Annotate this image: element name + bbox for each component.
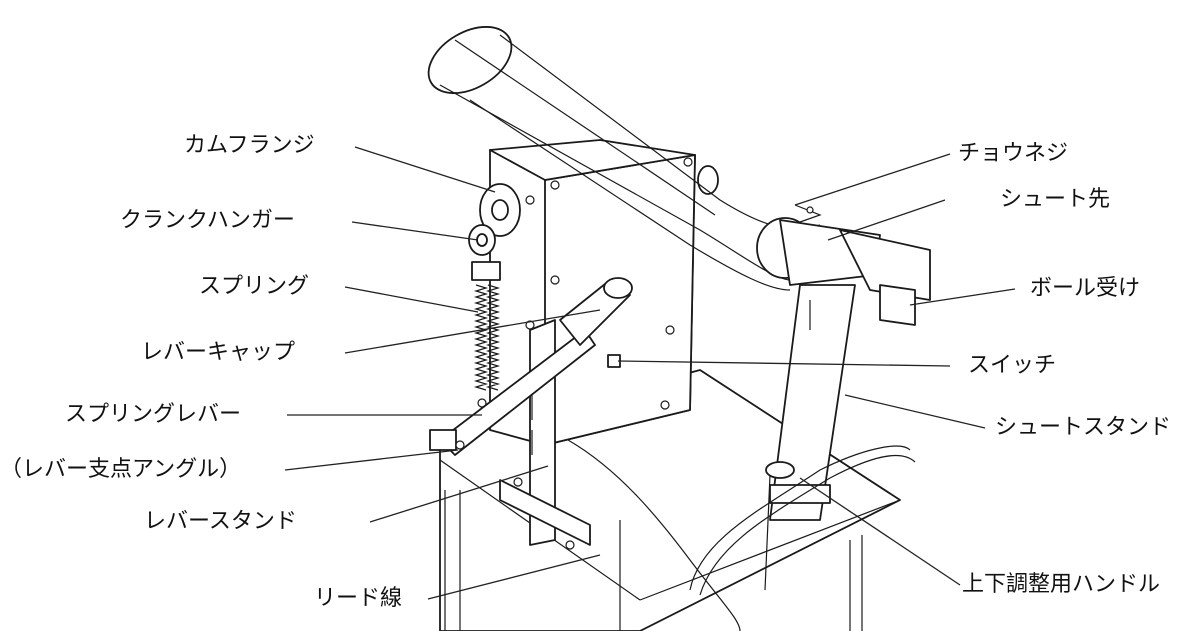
lead-wire-cable [567, 439, 741, 631]
leader-lines [284, 146, 1016, 600]
label-chute-stand: シュートスタンド [995, 415, 1172, 440]
label-ball-receiver: ボール受け [1030, 276, 1141, 301]
spring-lever [429, 277, 633, 456]
cam-flange [468, 165, 719, 256]
label-height-adjust-handle: 上下調整用ハンドル [962, 572, 1161, 597]
label-spring-lever: スプリングレバー [65, 402, 242, 427]
height-adjust-handle [689, 445, 916, 596]
label-lever-fulcrum-angle: （レバー支点アングル） [0, 457, 242, 482]
label-switch: スイッチ [968, 353, 1057, 378]
label-chute-tip: シュート先 [1000, 187, 1111, 212]
chute-stand [769, 284, 856, 521]
label-wing-nut: チョウネジ [958, 141, 1069, 166]
label-lead-wire: リード線 [314, 586, 403, 611]
springs [471, 261, 501, 408]
label-lever-stand: レバースタンド [144, 509, 297, 534]
label-spring: スプリング [199, 274, 310, 299]
chute-tip [756, 204, 931, 326]
label-lever-cap: レバーキャップ [141, 340, 296, 365]
label-crank-hanger: クランクハンガー [120, 208, 295, 233]
label-cam-flange: カムフランジ [184, 133, 315, 158]
